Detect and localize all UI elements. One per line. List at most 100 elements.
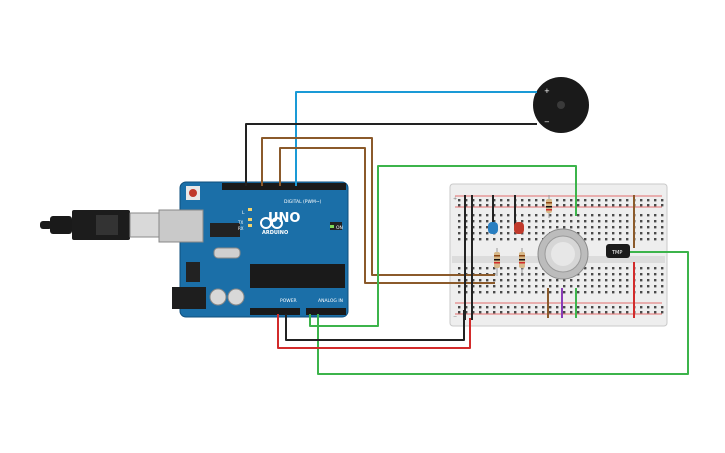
breadboard-hole[interactable] (598, 291, 601, 294)
breadboard-hole[interactable] (458, 311, 461, 314)
breadboard-hole[interactable] (647, 291, 650, 294)
breadboard-hole[interactable] (479, 214, 482, 217)
breadboard-hole[interactable] (584, 232, 587, 235)
breadboard-hole[interactable] (661, 220, 664, 223)
breadboard-hole[interactable] (556, 226, 559, 229)
breadboard-hole[interactable] (507, 267, 510, 270)
breadboard-hole[interactable] (542, 199, 545, 202)
breadboard-hole[interactable] (500, 220, 503, 223)
breadboard-hole[interactable] (612, 273, 615, 276)
breadboard-hole[interactable] (577, 291, 580, 294)
breadboard-hole[interactable] (619, 291, 622, 294)
breadboard-hole[interactable] (549, 214, 552, 217)
breadboard-hole[interactable] (472, 220, 475, 223)
breadboard-hole[interactable] (626, 220, 629, 223)
breadboard-hole[interactable] (507, 214, 510, 217)
breadboard-hole[interactable] (640, 214, 643, 217)
breadboard-hole[interactable] (486, 226, 489, 229)
breadboard-hole[interactable] (493, 267, 496, 270)
breadboard-hole[interactable] (591, 199, 594, 202)
breadboard-hole[interactable] (500, 204, 503, 207)
breadboard-hole[interactable] (486, 204, 489, 207)
breadboard-hole[interactable] (521, 204, 524, 207)
breadboard-hole[interactable] (479, 285, 482, 288)
breadboard-hole[interactable] (465, 291, 468, 294)
breadboard-hole[interactable] (647, 273, 650, 276)
breadboard-hole[interactable] (556, 311, 559, 314)
breadboard-hole[interactable] (542, 291, 545, 294)
breadboard-hole[interactable] (528, 238, 531, 241)
breadboard-hole[interactable] (507, 291, 510, 294)
breadboard-hole[interactable] (535, 232, 538, 235)
breadboard-hole[interactable] (619, 199, 622, 202)
breadboard-hole[interactable] (619, 311, 622, 314)
breadboard-hole[interactable] (647, 226, 650, 229)
breadboard-hole[interactable] (542, 273, 545, 276)
breadboard-hole[interactable] (486, 214, 489, 217)
breadboard-hole[interactable] (493, 220, 496, 223)
breadboard-hole[interactable] (535, 279, 538, 282)
wire-green-top[interactable] (309, 165, 577, 327)
breadboard-hole[interactable] (514, 238, 517, 241)
breadboard-hole[interactable] (598, 285, 601, 288)
breadboard-hole[interactable] (556, 285, 559, 288)
breadboard-hole[interactable] (591, 220, 594, 223)
breadboard-hole[interactable] (626, 214, 629, 217)
breadboard-hole[interactable] (661, 285, 664, 288)
breadboard-hole[interactable] (542, 232, 545, 235)
breadboard-hole[interactable] (507, 306, 510, 309)
breadboard-hole[interactable] (654, 199, 657, 202)
breadboard-hole[interactable] (619, 226, 622, 229)
breadboard-hole[interactable] (605, 267, 608, 270)
breadboard-hole[interactable] (507, 204, 510, 207)
breadboard-hole[interactable] (507, 199, 510, 202)
breadboard-hole[interactable] (486, 199, 489, 202)
breadboard-hole[interactable] (549, 291, 552, 294)
breadboard-hole[interactable] (598, 226, 601, 229)
breadboard-hole[interactable] (619, 238, 622, 241)
breadboard-hole[interactable] (528, 285, 531, 288)
breadboard-hole[interactable] (626, 306, 629, 309)
breadboard-hole[interactable] (626, 279, 629, 282)
breadboard-hole[interactable] (619, 273, 622, 276)
breadboard-hole[interactable] (486, 267, 489, 270)
breadboard-hole[interactable] (472, 199, 475, 202)
breadboard-hole[interactable] (458, 204, 461, 207)
breadboard-hole[interactable] (605, 204, 608, 207)
breadboard-hole[interactable] (612, 306, 615, 309)
breadboard-hole[interactable] (640, 285, 643, 288)
breadboard-hole[interactable] (612, 232, 615, 235)
breadboard-hole[interactable] (577, 204, 580, 207)
breadboard-hole[interactable] (549, 220, 552, 223)
breadboard-hole[interactable] (647, 199, 650, 202)
power-header[interactable] (250, 308, 300, 315)
breadboard-hole[interactable] (654, 285, 657, 288)
breadboard-hole[interactable] (535, 220, 538, 223)
breadboard-hole[interactable] (472, 285, 475, 288)
breadboard-hole[interactable] (647, 214, 650, 217)
breadboard-hole[interactable] (458, 306, 461, 309)
breadboard-hole[interactable] (465, 238, 468, 241)
breadboard-hole[interactable] (570, 279, 573, 282)
breadboard-hole[interactable] (598, 311, 601, 314)
breadboard-hole[interactable] (458, 267, 461, 270)
breadboard-hole[interactable] (619, 214, 622, 217)
breadboard-hole[interactable] (528, 214, 531, 217)
breadboard-hole[interactable] (570, 311, 573, 314)
breadboard-hole[interactable] (549, 285, 552, 288)
breadboard-hole[interactable] (493, 285, 496, 288)
breadboard-hole[interactable] (591, 291, 594, 294)
breadboard-hole[interactable] (493, 279, 496, 282)
breadboard-hole[interactable] (654, 291, 657, 294)
breadboard-hole[interactable] (577, 226, 580, 229)
breadboard-hole[interactable] (500, 311, 503, 314)
breadboard-hole[interactable] (458, 279, 461, 282)
breadboard-hole[interactable] (619, 232, 622, 235)
breadboard-hole[interactable] (507, 279, 510, 282)
breadboard-hole[interactable] (640, 267, 643, 270)
breadboard-hole[interactable] (640, 291, 643, 294)
breadboard-hole[interactable] (563, 285, 566, 288)
breadboard-hole[interactable] (598, 199, 601, 202)
breadboard-hole[interactable] (605, 285, 608, 288)
breadboard-hole[interactable] (584, 204, 587, 207)
